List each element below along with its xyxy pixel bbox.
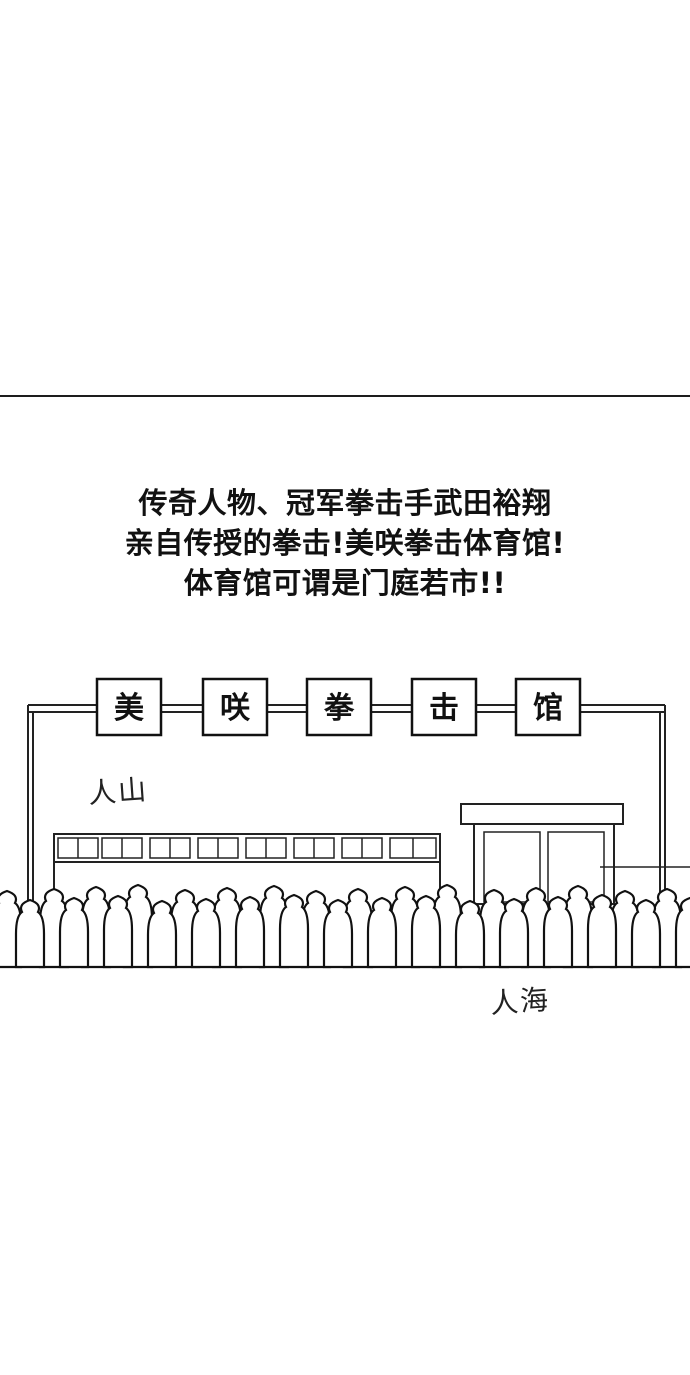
crowd-person	[14, 898, 46, 969]
caption-box: 传奇人物、冠军拳击手武田裕翔 亲自传授的拳击!美咲拳击体育馆! 体育馆可谓是门庭…	[0, 483, 690, 603]
comic-panel: 美 咲 拳 击 馆	[0, 395, 690, 969]
building-windows	[53, 833, 441, 897]
gym-entrance	[460, 803, 624, 905]
caption-line-1: 传奇人物、冠军拳击手武田裕翔	[138, 486, 552, 520]
crowd-person	[366, 896, 398, 969]
gym-sign: 美 咲 拳 击 馆	[95, 677, 582, 737]
note-sea: 人海	[489, 982, 552, 1021]
note-mountain: 人山	[87, 772, 150, 811]
crowd-person	[454, 899, 486, 969]
crowd-person	[630, 898, 662, 969]
crowd-person	[674, 896, 690, 969]
crowd-person	[322, 898, 354, 969]
crowd-person	[498, 897, 530, 969]
crowd-person	[58, 896, 90, 969]
crowd-person	[586, 893, 618, 969]
sign-char-4: 击	[429, 691, 459, 726]
crowd-person	[190, 897, 222, 969]
caption-line-3: 体育馆可谓是门庭若市!!	[183, 566, 507, 600]
sign-char-1: 美	[114, 691, 144, 726]
crowd-person	[410, 894, 442, 969]
crowd-person	[542, 895, 574, 969]
sign-char-2: 咲	[220, 691, 251, 726]
sign-char-5: 馆	[533, 691, 563, 726]
crowd-person	[102, 894, 134, 969]
crowd-person	[234, 895, 266, 969]
sign-char-3: 拳	[323, 691, 355, 726]
crowd-person	[146, 899, 178, 969]
crowd-person	[278, 893, 310, 969]
caption-line-2: 亲自传授的拳击!美咲拳击体育馆!	[124, 526, 566, 560]
crowd	[0, 883, 690, 969]
gym-illustration: 美 咲 拳 击 馆	[0, 677, 690, 969]
